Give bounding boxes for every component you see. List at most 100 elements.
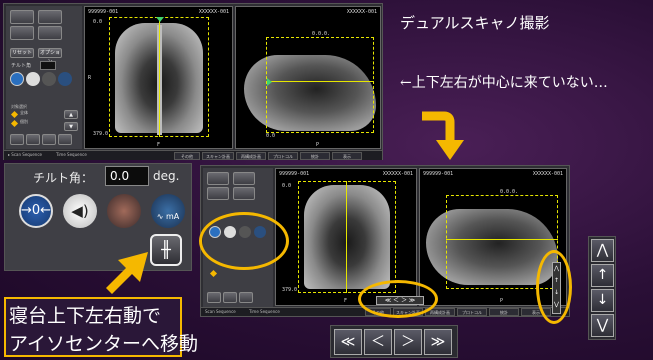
top-dir-item2[interactable]: 個別 [20,119,28,124]
top-heart-icon[interactable] [42,72,56,86]
bottom-view2-xray-image [426,209,558,285]
right-button[interactable]: ＞ [394,329,422,355]
tilt-label: チルト角： [33,171,94,185]
down-fast-button[interactable]: ⋁ [591,314,614,337]
top-tab-5[interactable]: 表示 [332,152,362,160]
top-arrow-down-button[interactable]: ▼ [64,122,78,131]
top-tab-3[interactable]: プロトコル [268,152,298,160]
top-status-bar: ▸ Scan Sequence Time Sequence その他 スキャン計画… [4,150,382,160]
left-fast-button[interactable]: ≪ [334,329,362,355]
bottom-tool-button-2[interactable] [233,172,255,185]
highlight-circle-controls [199,212,289,270]
top-arrow-up-button[interactable]: ▲ [64,110,78,119]
bottom-view2-id: 999999-001 [423,171,454,177]
top-bottom-tool-4[interactable] [58,134,72,145]
bottom-view2-scan-range[interactable] [446,195,558,289]
tilt-panel: チルト角： 0.0 deg. →0← ◀) ∿ mA ╫ [4,163,192,271]
bottom-time-seq-tab[interactable]: Time Sequence [249,309,280,314]
note-text: ←上下左右が中心に来ていない… [400,75,608,91]
top-wave-icon[interactable] [58,72,72,86]
top-view1-bottom-value: 379.0 [93,131,109,137]
highlight-circle-horizontal [358,280,438,318]
tilt-unit: deg. [153,169,180,183]
top-view1-marker-icon [156,17,164,22]
top-view1-id: 999999-001 [88,9,119,15]
top-view2-top-mid: 0.0.0. [312,31,331,37]
bottom-tool-button-4[interactable] [233,187,255,200]
bottom-view1-top-value: 0.0 [282,183,292,189]
up-button[interactable]: ↑ [591,264,614,287]
bottom-view2-top-mid: 0.0.0. [500,189,519,195]
top-view2-marker-icon [267,78,272,86]
pointer-arrow-icon [106,252,148,294]
top-view-frontal[interactable]: 999999-001 XXXXXX-001 0.0 379.0 R F [84,6,233,149]
table-move-button[interactable]: ╫ [150,234,182,266]
bottom-view1-bottom-letter: F [344,298,348,304]
highlight-circle-vertical [536,250,572,324]
top-tool-button-4[interactable] [38,26,62,40]
top-view2-center-line [266,81,374,82]
callout-box: 寝台上下左右動で アイソセンターへ移動 [4,297,198,357]
bottom-bottom-tool-2[interactable] [223,292,237,303]
top-view2-bottom-letter: P [316,142,320,148]
top-bottom-tool-2[interactable] [26,134,40,145]
bottom-scan-seq-tab[interactable]: Scan Sequence [205,309,236,314]
left-button[interactable]: ＜ [364,329,392,355]
speaker-icon[interactable]: ◀) [63,194,97,228]
top-tool-button-2[interactable] [38,10,62,24]
top-tab-2[interactable]: 再構成計画 [236,152,266,160]
top-tab-1[interactable]: スキャン計画 [202,152,234,160]
top-time-seq-tab[interactable]: Time Sequence [56,152,87,157]
top-bottom-tool-1[interactable] [10,134,24,145]
move-to-center-icon[interactable]: →0← [19,194,53,228]
heart-icon[interactable] [107,194,141,228]
top-view2-bottom-value: 0.0 [266,133,276,139]
top-tab-4[interactable]: 統計 [300,152,330,160]
right-fast-button[interactable]: ≫ [424,329,452,355]
top-tilt-field[interactable] [40,61,56,70]
top-tilt-label: チルト角 [11,63,32,69]
bottom-view1-id: 999999-001 [279,171,310,177]
tilt-value-field[interactable]: 0.0 [105,166,149,186]
top-tool-button-1[interactable] [10,10,34,24]
top-diamond-icon-2 [10,119,19,128]
top-sound-icon[interactable] [26,72,40,86]
bottom-view-lateral[interactable]: 999999-001 XXXXXX-001 0.0.0. P [419,168,567,306]
bottom-tab-3[interactable]: プロトコル [457,308,487,316]
bottom-view1-scan-range[interactable] [298,181,396,293]
top-view1-name: XXXXXX-001 [198,9,229,15]
top-scan-seq-tab[interactable]: ▸ Scan Sequence [8,152,43,157]
curved-arrow-icon [422,111,464,160]
top-view1-top-value: 0.0 [93,19,103,25]
down-button[interactable]: ↓ [591,289,614,312]
top-view1-side-letter: R [88,75,92,81]
mA-wave-icon[interactable]: ∿ mA [151,194,185,228]
up-fast-button[interactable]: ⋀ [591,239,614,262]
top-move-icon[interactable] [10,72,24,86]
bottom-view1-xray-image [304,185,390,289]
top-view-lateral[interactable]: XXXXXX-001 0.0.0. 0.0 P [235,6,381,149]
bottom-view2-name: XXXXXX-001 [532,171,563,177]
top-screen: リセット オプション チルト角 対象選択 全体 個別 ▲ ▼ 999999-00… [3,3,383,160]
top-tool-button-3[interactable] [10,26,34,40]
top-view2-name: XXXXXX-001 [346,9,377,15]
bottom-view2-center-line [446,239,558,240]
bottom-bottom-tool-3[interactable] [239,292,253,303]
top-bottom-tool-3[interactable] [42,134,56,145]
top-dir-item1[interactable]: 全体 [20,110,28,115]
bottom-tool-button-3[interactable] [207,187,229,200]
top-view1-bottom-letter: F [157,142,161,148]
bottom-bottom-tool-1[interactable] [207,292,221,303]
top-tab-0[interactable]: その他 [174,152,200,160]
top-diamond-icon-1 [10,110,19,119]
bottom-tool-button-1[interactable] [207,172,229,185]
top-view2-scan-range[interactable] [266,37,374,133]
top-option-button[interactable]: オプション [38,48,62,65]
bottom-view1-center-line [346,181,347,293]
page-title: デュアルスキャノ撮影 [400,14,550,32]
top-view1-center-line [159,17,160,137]
top-reset-button[interactable]: リセット [10,48,34,58]
bottom-view1-bottom-value: 379.0 [282,287,298,293]
bottom-tab-4[interactable]: 統計 [489,308,519,316]
callout-line2: アイソセンターへ移動 [9,333,199,355]
